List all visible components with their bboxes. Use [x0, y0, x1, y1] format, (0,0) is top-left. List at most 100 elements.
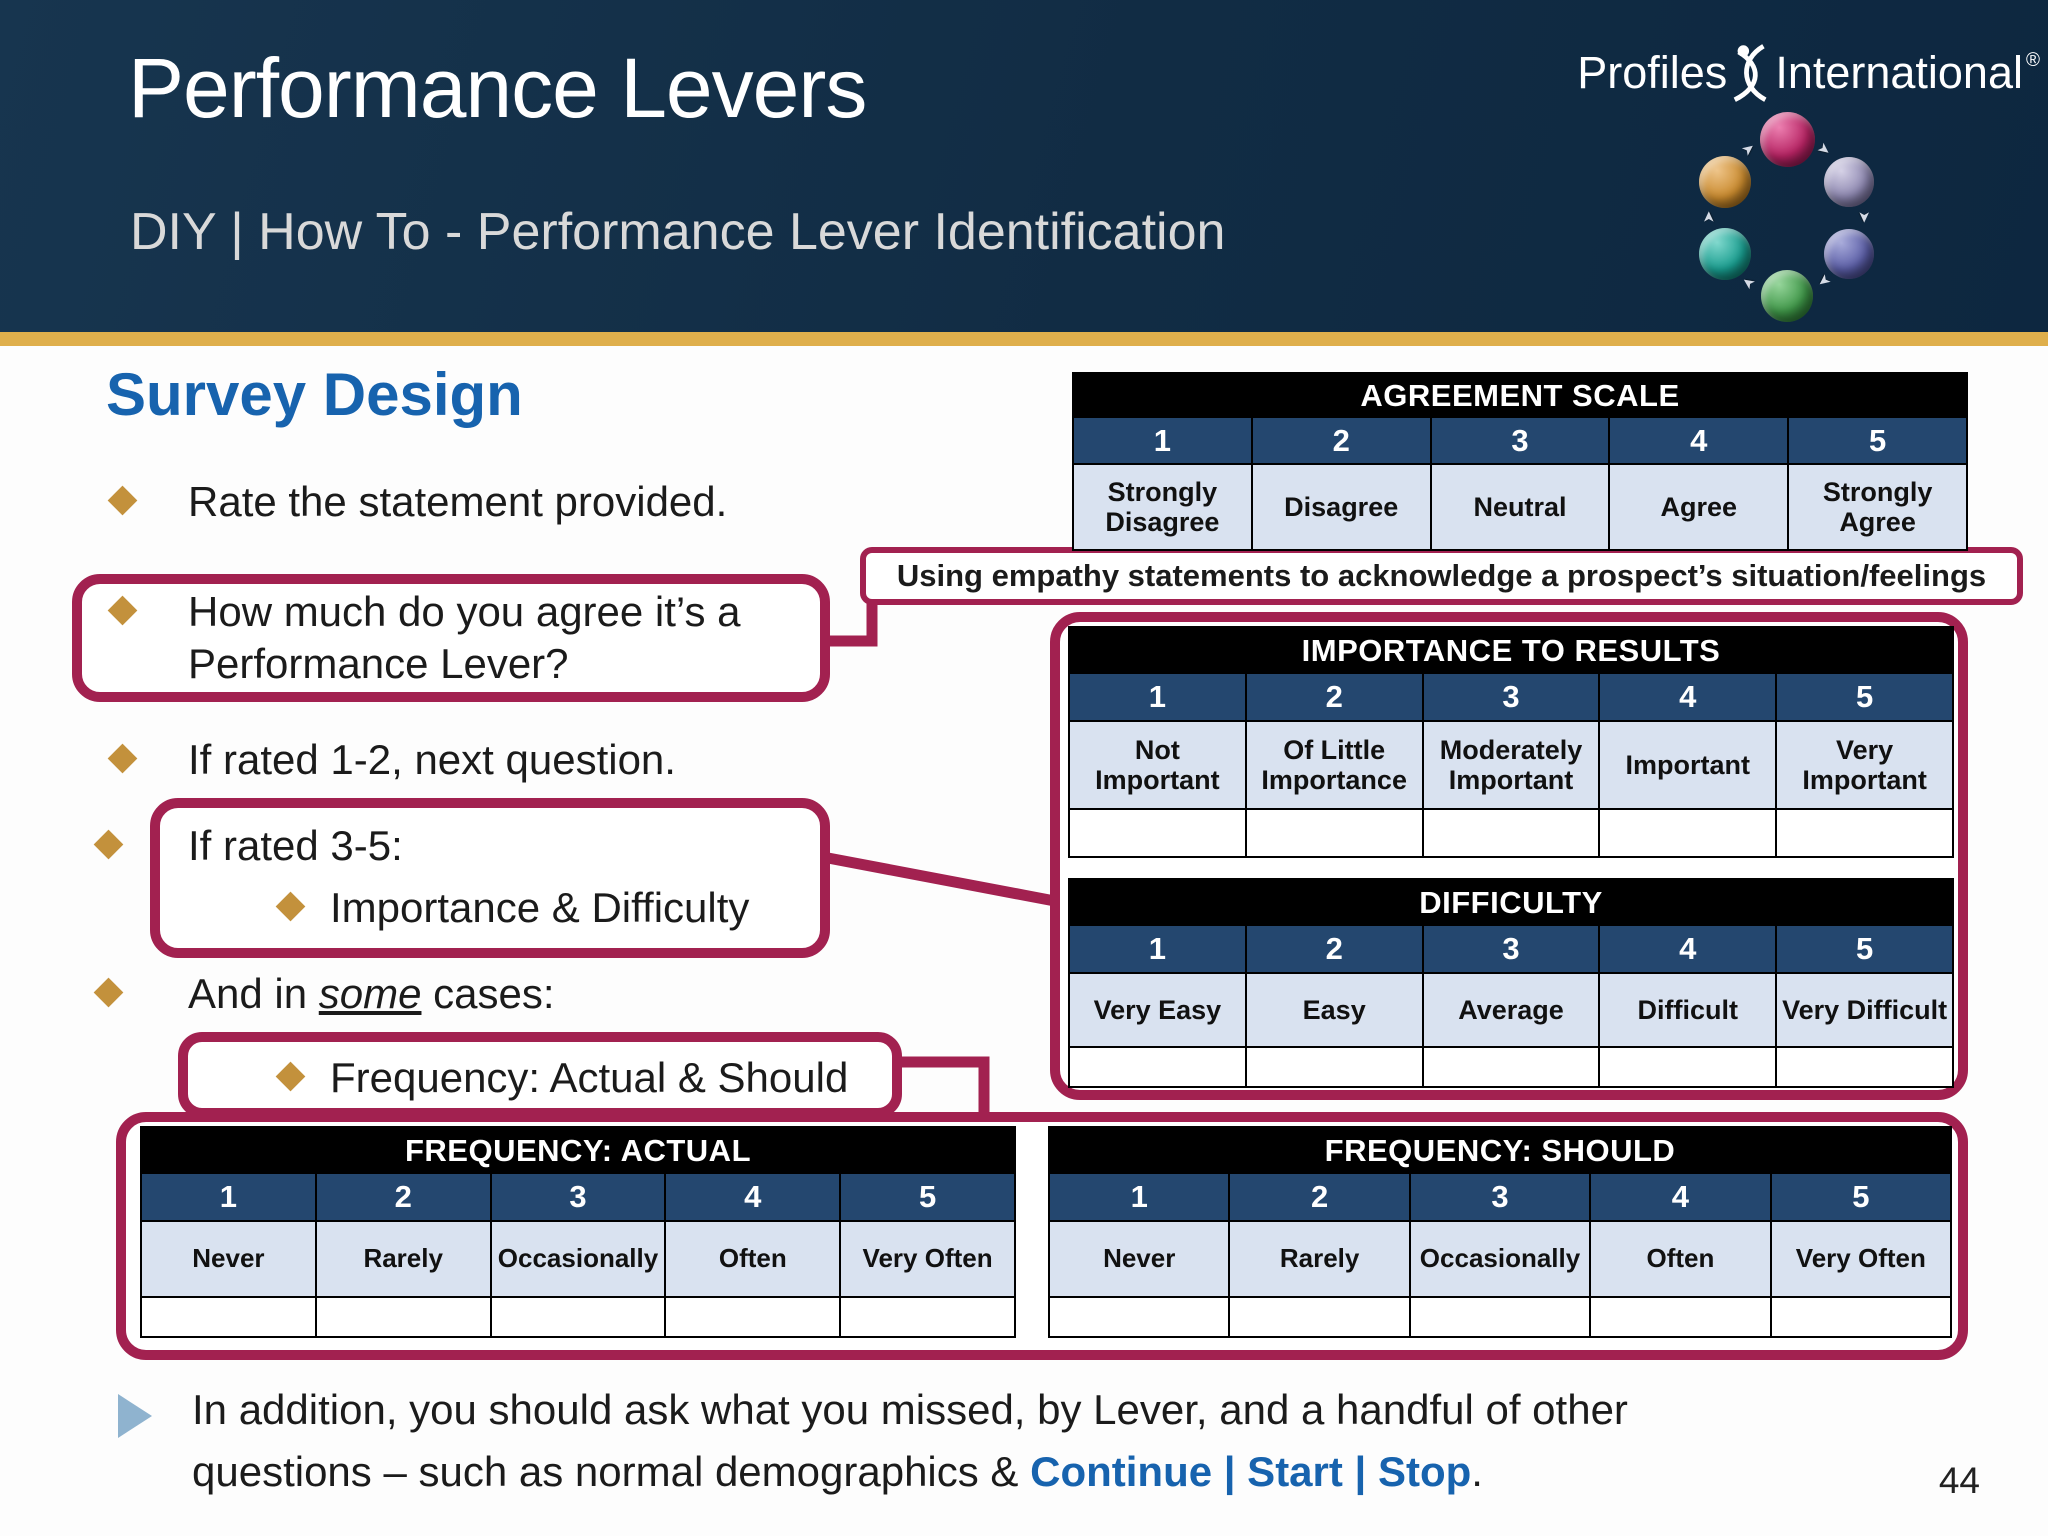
scale-number-cell: 4: [1598, 674, 1775, 720]
scale-label-cell: Important: [1598, 722, 1775, 808]
scale-number-cell: 4: [1608, 418, 1787, 463]
empty-answer-row: [142, 1296, 1014, 1336]
scale-number-row: 1 2 3 4 5: [1074, 418, 1966, 463]
scale-number-row: 1 2 3 4 5: [1070, 926, 1952, 972]
scale-label-cell: Often: [664, 1222, 839, 1296]
cycle-arrow-icon: ➤: [1855, 210, 1873, 224]
empty-cell: [1421, 810, 1599, 856]
frequency-should-table: FREQUENCY: SHOULD 1 2 3 4 5 Never Rarely…: [1048, 1126, 1952, 1338]
empty-cell: [1050, 1298, 1228, 1336]
scale-label-cell: Disagree: [1250, 465, 1430, 549]
bullet-diamond-icon: [93, 977, 124, 1008]
scale-label-cell: Never: [192, 1243, 265, 1274]
scale-number-cell: 2: [1244, 674, 1422, 720]
empty-answer-row: [1070, 1046, 1952, 1086]
table-title: AGREEMENT SCALE: [1074, 374, 1966, 418]
cases-text: cases:: [433, 970, 555, 1017]
scale-number-cell: 2: [1228, 1174, 1408, 1220]
brand-name-right: International: [1775, 47, 2023, 98]
empty-cell: [1070, 810, 1245, 856]
scale-number-cell: 5: [1775, 674, 1952, 720]
scale-label-row: Strongly Disagree Disagree Neutral Agree…: [1074, 463, 1966, 549]
person-x-logo-icon: [1733, 44, 1767, 102]
scale-number-cell: 4: [664, 1174, 839, 1220]
gold-divider: [0, 332, 2048, 346]
scale-label-cell: Occasionally: [489, 1222, 665, 1296]
highlight-box-agree: [72, 574, 830, 702]
scale-label-cell: Agree: [1608, 465, 1787, 549]
bullet-importance-difficulty: Importance & Difficulty: [330, 884, 750, 931]
scale-number-row: 1 2 3 4 5: [1070, 674, 1952, 720]
scale-number-cell: 4: [1598, 926, 1775, 972]
bullet-agree-line2: Performance Lever?: [188, 640, 569, 687]
empty-cell: [1244, 810, 1422, 856]
empty-cell: [1769, 1298, 1950, 1336]
empty-cell: [314, 1298, 490, 1336]
scale-number-row: 1 2 3 4 5: [142, 1174, 1014, 1220]
scale-number-cell: 3: [1429, 418, 1609, 463]
bullet-diamond-icon: [93, 829, 124, 860]
note-continue-start-stop: Continue | Start | Stop: [1030, 1448, 1472, 1495]
scale-number-cell: 3: [1421, 926, 1599, 972]
scale-label-row: Very Easy Easy Average Difficult Very Di…: [1070, 972, 1952, 1046]
scale-label-cell: Neutral: [1429, 465, 1609, 549]
table-title: FREQUENCY: ACTUAL: [142, 1128, 1014, 1174]
scale-number-cell: 3: [1408, 1174, 1589, 1220]
scale-label-cell: Difficult: [1598, 974, 1775, 1046]
scale-number-row: 1 2 3 4 5: [1050, 1174, 1950, 1220]
scale-label-cell: Often: [1589, 1222, 1769, 1296]
note-line2: questions – such as normal demographics …: [192, 1448, 1483, 1496]
frequency-actual-table: FREQUENCY: ACTUAL 1 2 3 4 5 Never Rarely…: [140, 1126, 1016, 1338]
scale-label-row: Never Rarely Occasionally Often Very Oft…: [1050, 1220, 1950, 1296]
scale-number-cell: 1: [1148, 679, 1167, 714]
bullet-diamond-icon: [107, 485, 138, 516]
cycle-arrow-icon: ➤: [1700, 210, 1718, 224]
empty-cell: [142, 1298, 315, 1336]
scale-number-cell: 2: [314, 1174, 490, 1220]
brand-name-left: Profiles: [1577, 47, 1728, 98]
sphere-orange: [1699, 156, 1751, 208]
page-title: Performance Levers: [128, 41, 867, 135]
sphere-green: [1761, 270, 1813, 322]
note-arrow-icon: [118, 1394, 152, 1438]
empathy-callout: Using empathy statements to acknowledge …: [860, 547, 2023, 605]
scale-label-cell: Very Often: [839, 1222, 1014, 1296]
table-title: FREQUENCY: SHOULD: [1050, 1128, 1950, 1174]
empty-cell: [1408, 1298, 1589, 1336]
scale-label-row: Not Important Of Little Importance Moder…: [1070, 720, 1952, 808]
table-title: DIFFICULTY: [1070, 880, 1952, 926]
scale-label-cell: Very Often: [1769, 1222, 1950, 1296]
empty-cell: [664, 1298, 839, 1336]
empty-cell: [1589, 1298, 1769, 1336]
sphere-magenta: [1760, 112, 1815, 167]
bullet-rated-1-2: If rated 1-2, next question.: [188, 736, 676, 783]
section-heading: Survey Design: [106, 361, 523, 428]
note-period: .: [1471, 1448, 1483, 1495]
page-number: 44: [1938, 1460, 1980, 1501]
scale-number-cell: 2: [1250, 418, 1430, 463]
scale-number-cell: 3: [489, 1174, 665, 1220]
and-in-text: And in: [188, 970, 308, 1017]
agreement-scale-table: AGREEMENT SCALE 1 2 3 4 5 Strongly Disag…: [1072, 372, 1968, 551]
empty-answer-row: [1050, 1296, 1950, 1336]
sphere-teal: [1699, 228, 1751, 280]
empty-answer-row: [1070, 808, 1952, 856]
scale-number-cell: 1: [1148, 931, 1167, 966]
scale-label-cell: Strongly Disagree: [1105, 476, 1220, 537]
empty-cell: [489, 1298, 665, 1336]
scale-label-cell: Of Little Importance: [1244, 722, 1422, 808]
table-title: IMPORTANCE TO RESULTS: [1070, 628, 1952, 674]
bullet-agree-line1: How much do you agree it’s a: [188, 588, 741, 635]
scale-number-cell: 5: [1787, 418, 1966, 463]
empty-cell: [1775, 810, 1952, 856]
empty-cell: [1244, 1048, 1422, 1086]
sphere-indigo: [1824, 229, 1874, 279]
scale-number-cell: 1: [1130, 1179, 1148, 1214]
scale-label-cell: Moderately Important: [1421, 722, 1599, 808]
scale-number-cell: 5: [1775, 926, 1952, 972]
scale-label-cell: Easy: [1244, 974, 1422, 1046]
scale-number-cell: 5: [839, 1174, 1014, 1220]
difficulty-table: DIFFICULTY 1 2 3 4 5 Very Easy Easy Aver…: [1068, 878, 1954, 1088]
scale-number-cell: 4: [1589, 1174, 1769, 1220]
scale-label-cell: Very Important: [1775, 722, 1952, 808]
